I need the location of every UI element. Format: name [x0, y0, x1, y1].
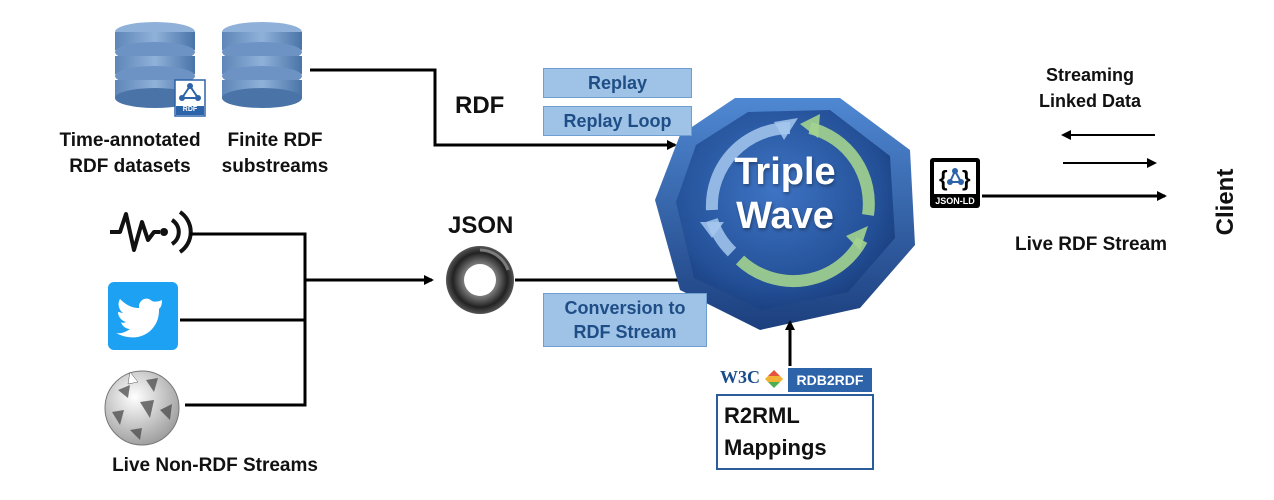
live-non-rdf-label: Live Non-RDF Streams [112, 455, 318, 476]
live-rdf-stream-label: Live RDF Stream [1015, 234, 1168, 255]
rdf-flow-label: RDF [455, 92, 505, 119]
replay-box: Replay [543, 68, 692, 98]
streaming-linked-data-label: Streaming Linked Data [1038, 65, 1142, 111]
rdf-badge-label: RDF [182, 106, 198, 113]
r2rml-mappings-box: R2RML Mappings [716, 394, 874, 470]
json-logo-icon [446, 246, 514, 314]
non-rdf-stream-connectors [180, 232, 434, 407]
jsonld-logo-icon: { } [930, 158, 980, 208]
time-annotated-label: Time-annotated RDF datasets [59, 130, 201, 177]
twitter-icon [108, 282, 178, 350]
finite-substreams-label: Finite RDF substreams [221, 130, 329, 177]
replay-loop-box: Replay Loop [543, 106, 692, 136]
svg-text:{: { [939, 166, 948, 191]
rdf-flow-arrow [310, 68, 677, 150]
svg-text:}: } [962, 166, 971, 191]
client-label: Client [1212, 168, 1239, 236]
rdb2rdf-tag: RDB2RDF [788, 368, 872, 392]
jsonld-badge-label: JSON-LD [932, 196, 978, 206]
rdf-logo-icon [174, 79, 206, 117]
conversion-box: Conversion to RDF Stream [543, 293, 707, 347]
finite-substreams-database-icon [222, 22, 302, 108]
wikipedia-globe-icon [104, 370, 180, 446]
sensor-stream-icon [110, 210, 193, 254]
w3c-rdb2rdf-banner: W3C RDB2RDF [716, 366, 874, 394]
w3c-logo: W3C [720, 367, 760, 387]
cube-icon [764, 369, 784, 389]
triplewave-title: Triple Wave [734, 151, 836, 237]
triplewave-core [655, 98, 915, 330]
json-label: JSON [448, 212, 514, 239]
